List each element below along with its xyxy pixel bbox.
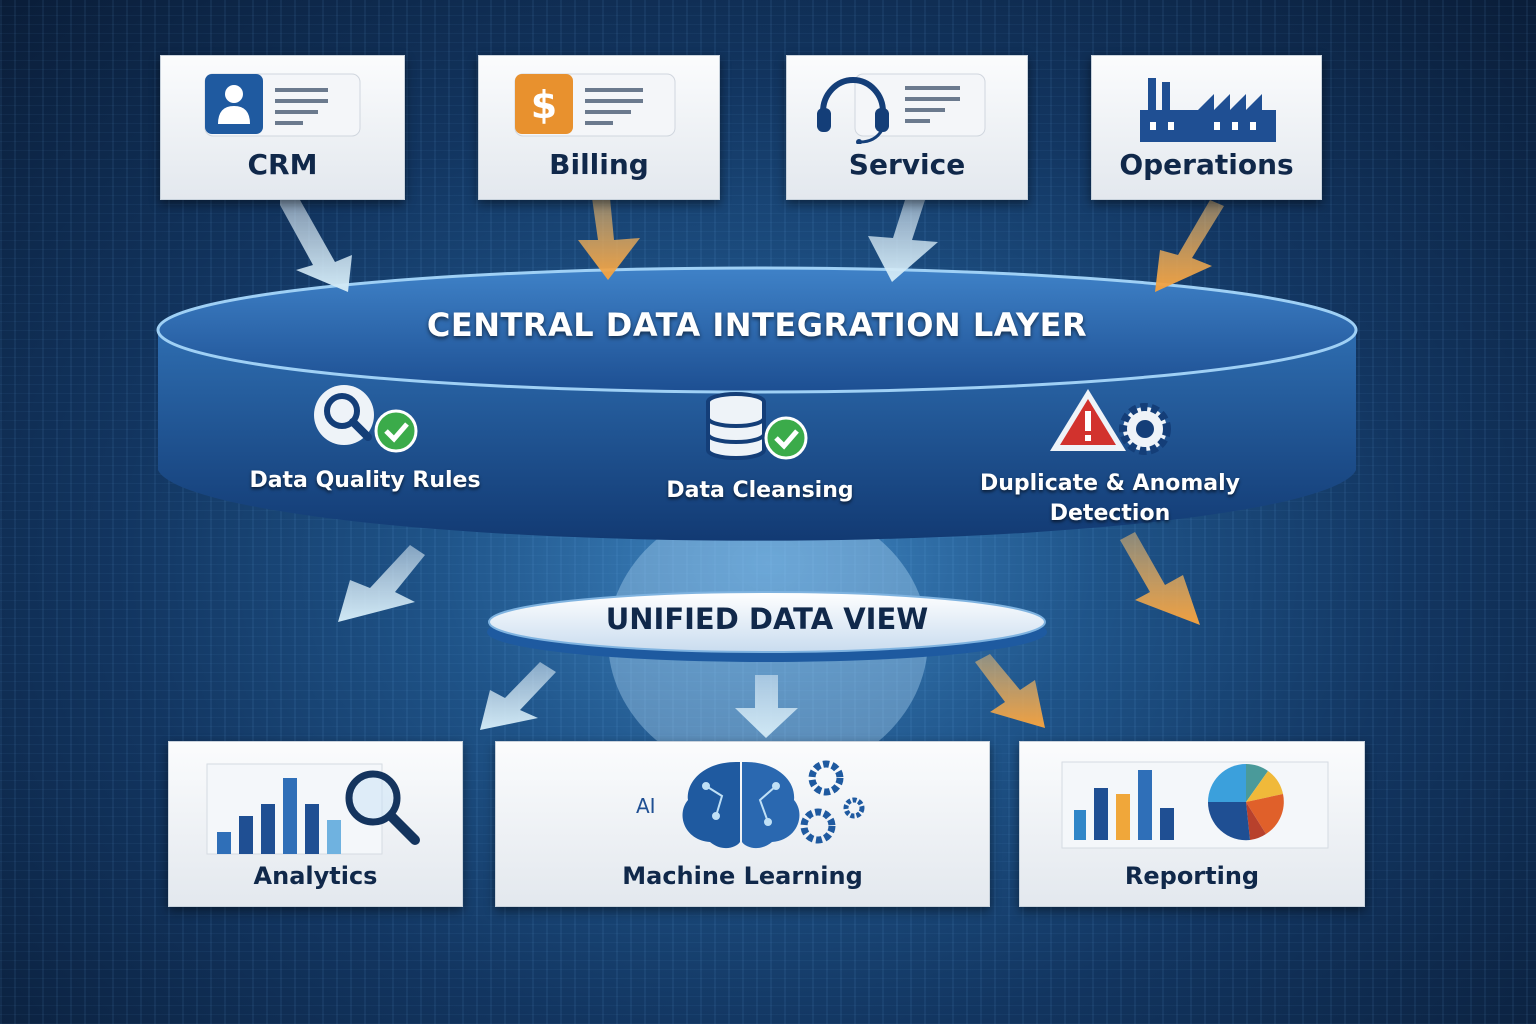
source-card-billing[interactable]: $ Billing: [478, 55, 720, 200]
arrow-billing: [578, 198, 640, 280]
source-label: CRM: [247, 148, 318, 181]
output-label: Reporting: [1124, 862, 1260, 890]
output-label: Analytics: [253, 862, 378, 890]
integration-layer-top: [156, 266, 1358, 394]
source-label: Service: [848, 148, 966, 181]
factory-icon: [1140, 78, 1276, 142]
unified-view-disc: [488, 591, 1046, 653]
source-card-service[interactable]: Service: [786, 55, 1028, 200]
arrow-service: [868, 200, 938, 282]
dollar-card-icon: $: [514, 73, 676, 137]
database-check-icon: [706, 392, 808, 460]
output-label: Machine Learning: [622, 862, 863, 890]
arrow-crm: [280, 200, 352, 292]
output-card-reporting[interactable]: Reporting: [1019, 741, 1365, 907]
source-card-operations[interactable]: Operations: [1091, 55, 1322, 200]
arrow-to-ml: [735, 675, 798, 738]
feature-label: Data Quality Rules: [249, 468, 481, 493]
brain-gears-icon: [682, 760, 865, 849]
bar-pie-chart-icon: [1061, 761, 1329, 849]
headset-icon: [817, 73, 986, 144]
feature-label: Data Cleansing: [666, 478, 854, 503]
feature-label-line1: Duplicate & Anomaly: [979, 471, 1241, 496]
feature-label-line2: Detection: [1049, 501, 1171, 526]
integration-layer-title: CENTRAL DATA INTEGRATION LAYER: [426, 306, 1088, 344]
arrow-to-left: [338, 545, 425, 622]
output-card-analytics[interactable]: Analytics: [168, 741, 463, 907]
bar-chart-magnifier-icon: [206, 763, 420, 855]
arrow-to-right: [1120, 532, 1200, 625]
feature-label: Duplicate & Anomaly Detection: [960, 469, 1260, 529]
arrow-to-reporting: [975, 654, 1045, 728]
svg-text:$: $: [531, 83, 557, 127]
source-label: Operations: [1119, 148, 1294, 181]
source-card-crm[interactable]: CRM: [160, 55, 405, 200]
warning-gear-icon: [1050, 389, 1171, 455]
ai-text: AI: [636, 794, 656, 818]
source-label: Billing: [549, 148, 649, 181]
output-card-machine-learning[interactable]: AI Machine Learning: [495, 741, 990, 907]
arrow-to-analytics: [480, 662, 556, 730]
arrow-operations: [1155, 200, 1224, 292]
magnifier-check-icon: [314, 385, 418, 453]
contact-card-icon: [204, 73, 361, 137]
unified-data-view-label: UNIFIED DATA VIEW: [605, 602, 929, 636]
